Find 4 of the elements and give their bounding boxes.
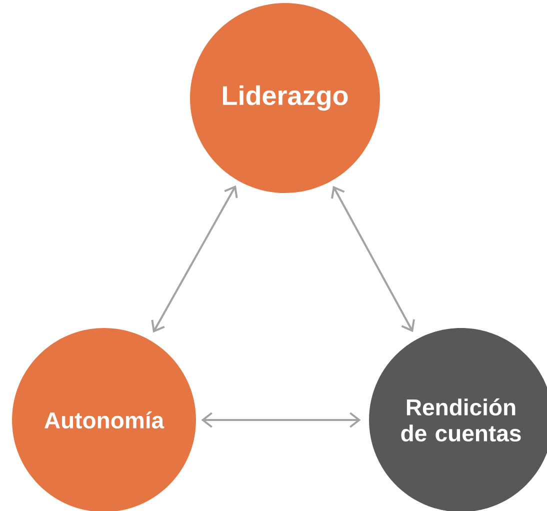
circle-node: Liderazgo	[190, 3, 380, 193]
arrow	[201, 412, 361, 428]
arrow	[331, 186, 415, 332]
arrow	[151, 185, 238, 333]
